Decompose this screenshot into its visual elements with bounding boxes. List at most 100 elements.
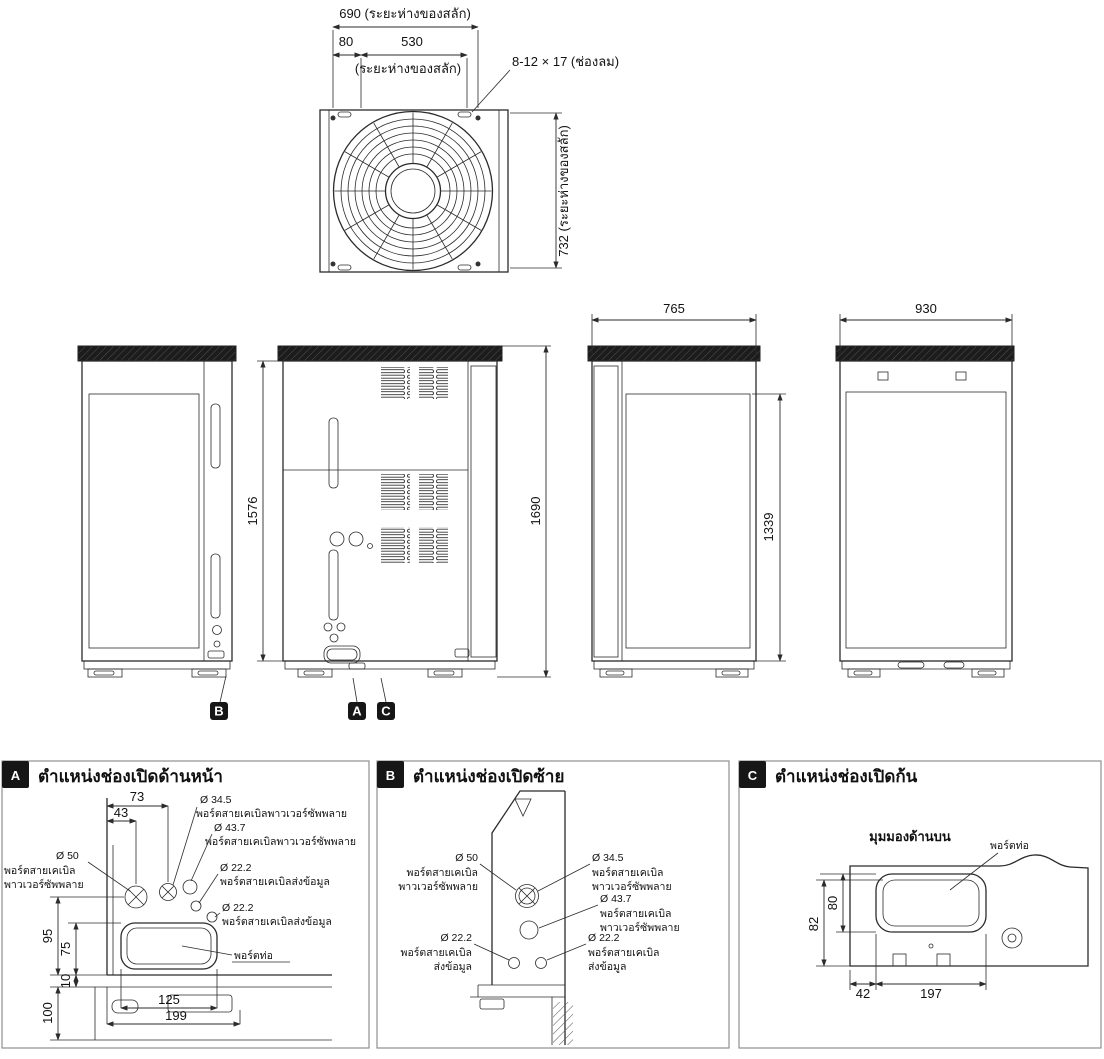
foot: [847, 668, 881, 678]
foot: [87, 668, 123, 678]
dim-100-label: 100: [40, 1002, 55, 1024]
pipe-port-label: พอร์ตท่อ: [990, 839, 1029, 852]
dim-530-label: 530: [401, 34, 423, 49]
top-fan-guard: [587, 345, 761, 362]
alignment-triangle: [514, 798, 532, 817]
bottom-port: [454, 648, 470, 658]
base-rail: [841, 660, 1011, 670]
top-view: [319, 109, 509, 273]
bolt: [475, 261, 481, 267]
vent-slot: [337, 111, 352, 118]
dia-50-label: Ø 50: [455, 852, 478, 864]
foot: [971, 668, 1005, 678]
front-view: [277, 345, 503, 678]
section-hatch: [553, 1002, 573, 1045]
detail-c-panel: C ตำแหน่งช่องเปิดก้น มุมมองด้านบน พอร์ตท…: [738, 760, 1102, 1049]
cable-port: [323, 622, 333, 632]
vent-louvers: [381, 474, 410, 510]
detail-a-labels: Ø 34.5 พอร์ตสายเคเบิลพาวเวอร์ซัพพลาย Ø 4…: [4, 794, 356, 963]
drain-hole: [1001, 927, 1023, 949]
foot: [191, 668, 227, 678]
dia-34-5-label: Ø 34.5: [592, 852, 624, 864]
dim-765: 765: [591, 301, 757, 356]
port-power-label-1a: พอร์ตสายเคเบิล: [407, 866, 478, 879]
coil-grid: [625, 393, 751, 649]
dim-1690-label: 1690: [528, 497, 543, 526]
vent-louvers: [381, 527, 410, 563]
panel-a-marker-box: [2, 761, 29, 788]
detail-a-drawing: [94, 798, 332, 1041]
dim-1576: 1576: [245, 360, 283, 662]
base-rail: [83, 660, 231, 670]
dim-930: 930: [839, 301, 1013, 356]
gauge-port: [329, 531, 345, 547]
bolt: [330, 115, 336, 121]
port-circle-22-2: [508, 957, 520, 969]
dim-1339-label: 1339: [761, 513, 776, 542]
cable-port: [329, 633, 339, 643]
port-circle-34-5: [159, 883, 177, 901]
marker-a-letter: A: [352, 704, 362, 719]
dim-42-label: 42: [856, 986, 870, 1001]
service-port: [212, 625, 222, 635]
dim-1339: 1339: [752, 393, 786, 662]
pipe-port: [323, 645, 361, 664]
port-power-label-2: พอร์ตสายเคเบิลพาวเวอร์ซัพพลาย: [205, 835, 356, 848]
dim-80-label: 80: [825, 896, 840, 910]
dim-80-label: 80: [339, 34, 353, 49]
dia-43-7-label: Ø 43.7: [600, 893, 632, 905]
detail-c-drawing: [849, 854, 1089, 967]
gauge-port: [367, 543, 373, 549]
panel-a-title: ตำแหน่งช่องเปิดด้านหน้า: [38, 767, 223, 786]
dim-930-label: 930: [915, 301, 937, 316]
bolt: [330, 261, 336, 267]
dim-75-label: 75: [58, 942, 73, 956]
detail-a-panel: A ตำแหน่งช่องเปิดด้านหน้า 73 43 95: [1, 760, 370, 1049]
pipe-port-outline: [875, 873, 987, 933]
dim-125-label: 125: [158, 992, 180, 1007]
detail-c-dimensions: 80 82 42 197: [806, 873, 987, 1001]
pipe-port-outline: [120, 922, 218, 970]
vent-louvers: [419, 527, 448, 563]
top-view-body: [319, 109, 509, 273]
foot: [715, 668, 749, 678]
marker-c-letter: C: [381, 704, 391, 719]
handle-slot: [328, 549, 339, 621]
port-circle-22-2: [190, 900, 202, 912]
port-circle-43-7: [519, 920, 539, 940]
port-data-label-2a: พอร์ตสายเคเบิล: [588, 946, 659, 959]
dia-50-label: Ø 50: [56, 850, 79, 862]
port-power-label-3a: พอร์ตสายเคเบิล: [600, 907, 671, 920]
vent-louvers: [419, 367, 448, 399]
vent-louvers: [419, 474, 448, 510]
handle-slot: [210, 553, 221, 619]
port-power-label-1: พอร์ตสายเคเบิลพาวเวอร์ซัพพลาย: [196, 807, 347, 820]
panel-b-marker-box: [377, 761, 404, 788]
foot: [427, 668, 463, 678]
top-view-label: มุมมองด้านบน: [869, 829, 951, 845]
panel-a-border: [1, 760, 370, 1049]
panel-c-marker-box: [739, 761, 766, 788]
panel-c-border: [738, 760, 1102, 1049]
base-drain: [167, 994, 233, 1013]
coil-grid: [845, 391, 1007, 649]
top-view-dimensions: 690 (ระยะห่างของสลัก) 80 530 (ระยะห่างขอ…: [332, 6, 619, 269]
vent-slot-note: 8-12 × 17 (ช่องลม): [512, 54, 619, 69]
port-power-label-2b: พาวเวอร์ซัพพลาย: [592, 880, 672, 893]
dim-690-label: 690 (ระยะห่างของสลัก): [339, 6, 471, 21]
port-power-label-3a: พอร์ตสายเคเบิล: [4, 864, 75, 877]
foot: [599, 668, 633, 678]
side-view-left: [77, 345, 237, 678]
dim-10-label: 10: [58, 974, 73, 988]
dim-95-label: 95: [40, 929, 55, 943]
dim-82-label: 82: [806, 917, 821, 931]
vent-slot: [457, 264, 472, 271]
base-notch: [892, 953, 907, 967]
dia-43-7-label: Ø 43.7: [214, 822, 246, 834]
top-fan-guard: [77, 345, 237, 362]
detail-a-dimensions: 73 43 95 75 10 100 125 199: [40, 789, 241, 1041]
dim-1576-label: 1576: [245, 497, 260, 526]
marker-b-box: [210, 702, 228, 720]
